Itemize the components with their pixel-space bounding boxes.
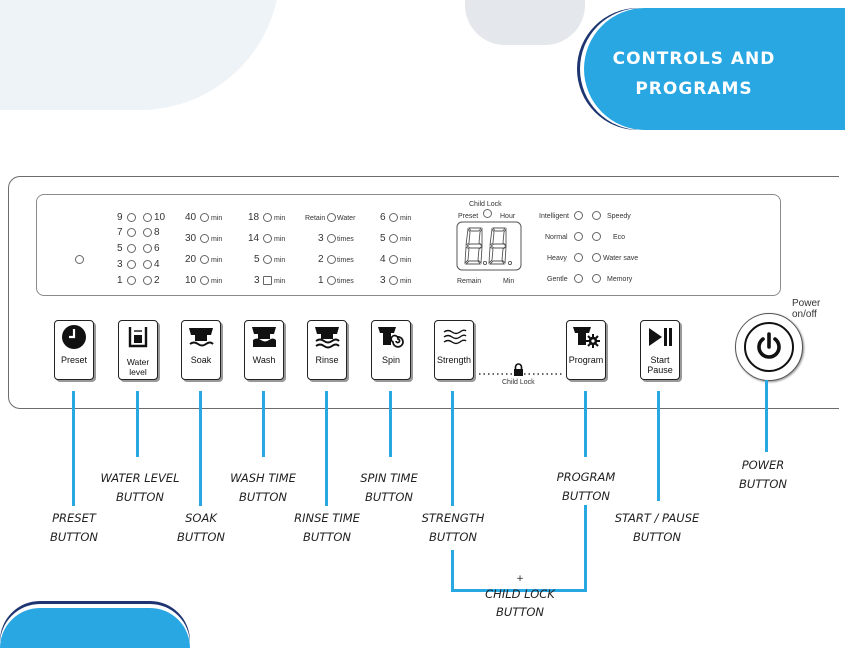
program-button-label: Program xyxy=(568,355,604,365)
water-level-b: 10 xyxy=(154,212,166,223)
background-blob-top-left xyxy=(0,0,280,110)
soak-button-label: Soak xyxy=(190,355,212,365)
child-lock-link-label: Child Lock xyxy=(502,379,535,386)
start-pause-button-label: Start Pause xyxy=(647,355,673,375)
clock-icon xyxy=(62,325,86,349)
rinse-button-label: Rinse xyxy=(315,355,339,365)
rinse-button[interactable]: Rinse xyxy=(307,320,347,380)
background-blob-bottom-left xyxy=(0,608,190,648)
leader-spin xyxy=(389,391,392,457)
child-lock-bracket-right xyxy=(584,505,587,592)
power-icon xyxy=(757,332,781,359)
leader-water-level xyxy=(136,391,139,457)
leader-strength xyxy=(451,391,454,506)
preset-button[interactable]: Preset xyxy=(54,320,94,380)
waves-icon xyxy=(443,329,467,345)
leader-program xyxy=(584,391,587,457)
strength-button-label: Strength xyxy=(436,355,472,365)
section-header-badge: CONTROLS AND PROGRAMS xyxy=(584,8,845,130)
leader-start-pause xyxy=(657,391,660,501)
wash-button[interactable]: Wash xyxy=(244,320,284,380)
rinse-shirt-icon xyxy=(315,327,340,349)
spin-button[interactable]: Spin xyxy=(371,320,411,380)
leader-rinse xyxy=(325,391,328,506)
power-label: Power on/off xyxy=(792,298,821,320)
background-blob-top-center xyxy=(465,0,585,45)
program-button[interactable]: Program xyxy=(566,320,606,380)
status-indicator-led xyxy=(75,255,84,264)
child-lock-bracket-bottom xyxy=(451,589,587,592)
child-lock-bracket-left xyxy=(451,550,454,592)
section-title: CONTROLS AND PROGRAMS xyxy=(612,49,776,99)
leader-power xyxy=(765,380,768,452)
preset-button-label: Preset xyxy=(60,355,87,365)
wash-button-label: Wash xyxy=(252,355,276,365)
play-pause-icon xyxy=(649,328,672,346)
water-level-button-label: Water level xyxy=(126,357,150,377)
spin-shirt-icon xyxy=(378,327,404,348)
spin-button-label: Spin xyxy=(381,355,400,365)
strength-button[interactable]: Strength xyxy=(434,320,474,380)
power-button[interactable] xyxy=(735,313,803,381)
soak-button[interactable]: Soak xyxy=(181,320,221,380)
water-level-button[interactable]: Water level xyxy=(118,320,158,380)
seven-segment-display xyxy=(456,221,522,271)
wash-shirt-icon xyxy=(252,327,276,347)
soak-shirt-icon xyxy=(189,328,214,347)
program-gear-icon xyxy=(573,327,600,348)
child-lock-led xyxy=(483,209,492,218)
padlock-icon xyxy=(514,363,523,376)
leader-soak xyxy=(199,391,202,506)
leader-preset xyxy=(72,391,75,506)
water-level-a: 9 xyxy=(117,212,123,223)
leader-wash xyxy=(262,391,265,457)
display-area: 9 10 7 8 5 6 3 4 1 2 40 min 30 xyxy=(36,194,781,296)
child-lock-indicator-label: Child Lock xyxy=(469,201,502,208)
start-pause-button[interactable]: Start Pause xyxy=(640,320,680,380)
water-bucket-icon xyxy=(128,327,148,348)
